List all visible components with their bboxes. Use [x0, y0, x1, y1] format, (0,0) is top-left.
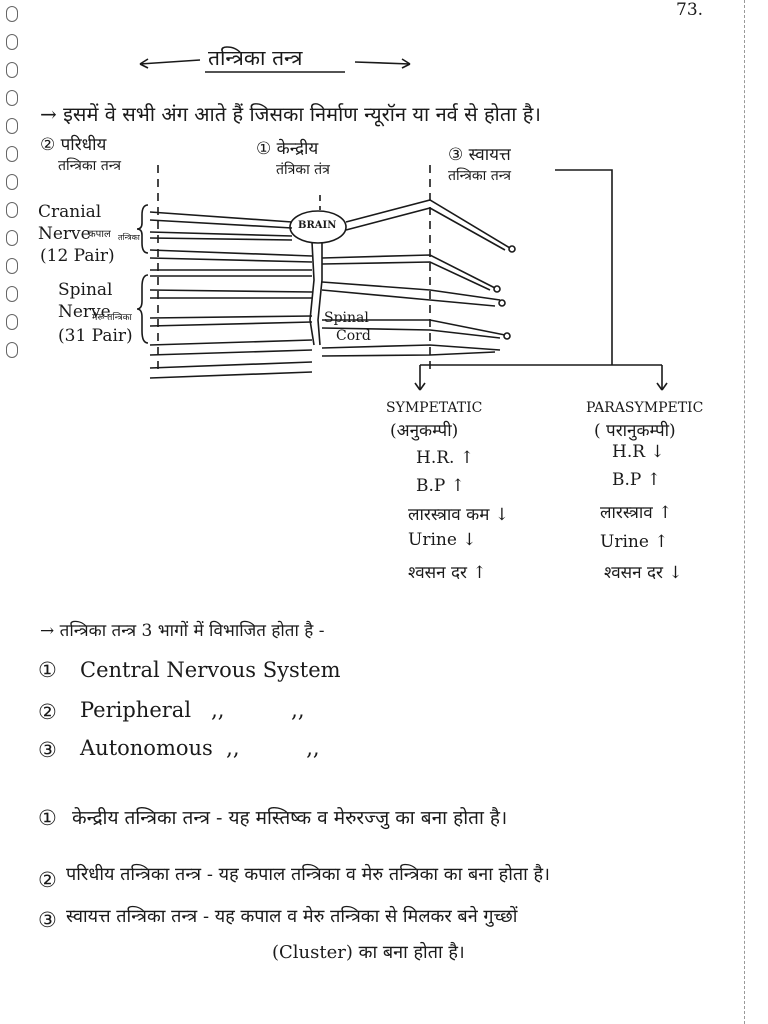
page-edge — [744, 0, 765, 1024]
label-central-1: ① केन्द्रीय — [256, 139, 319, 159]
division-num: ② — [38, 700, 57, 724]
spinal-pair-label: (31 Pair) — [58, 326, 133, 346]
ring-icon — [6, 230, 18, 246]
ring-icon — [6, 6, 18, 22]
cranial-nerve-label: Nerve — [38, 224, 91, 244]
cranial-hindi-2: तन्त्रिका — [118, 233, 140, 242]
spinal-nerve-label: Nerve — [58, 302, 111, 322]
definition-text: केन्द्रीय तन्त्रिका तन्त्र - यह मस्तिष्क… — [72, 807, 508, 829]
sympathetic-item: Urine ↓ — [408, 530, 477, 550]
division-text: Peripheral ,, ,, — [80, 698, 305, 722]
ring-icon — [6, 258, 18, 274]
ring-icon — [6, 146, 18, 162]
label-autonomic-2: तन्त्रिका तन्त्र — [448, 168, 511, 184]
ring-icon — [6, 118, 18, 134]
ring-icon — [6, 342, 18, 358]
parasympathetic-title: PARASYMPETIC — [586, 400, 704, 416]
parasympathetic-hindi: ( परानुकम्पी) — [594, 421, 676, 441]
ring-icon — [6, 62, 18, 78]
spinal-label: Spinal — [58, 280, 113, 300]
definition-num: ② — [38, 868, 57, 892]
brain-label: BRAIN — [298, 220, 337, 231]
label-peripheral-2: तन्त्रिका तन्त्र — [58, 158, 121, 174]
label-central-2: तंत्रिका तंत्र — [276, 162, 330, 178]
cranial-hindi-1: कपाल — [88, 229, 111, 240]
label-peripheral-1: ② परिधीय — [40, 135, 107, 155]
ring-icon — [6, 286, 18, 302]
ring-icon — [6, 90, 18, 106]
ring-icon — [6, 202, 18, 218]
ring-icon — [6, 314, 18, 330]
division-num: ③ — [38, 738, 57, 762]
division-num: ① — [38, 658, 57, 682]
sympathetic-hindi: (अनुकम्पी) — [390, 421, 459, 441]
intro-line: → इसमें वे सभी अंग आते हैं जिसका निर्माण… — [40, 102, 541, 126]
spinal-cord-label-2: Cord — [336, 328, 371, 344]
parasympathetic-item: Urine ↑ — [600, 532, 669, 552]
spinal-hindi: मेरू तन्त्रिका — [92, 313, 132, 323]
parasympathetic-item: B.P ↑ — [612, 470, 661, 490]
sympathetic-item: श्वसन दर ↑ — [408, 563, 487, 583]
parasympathetic-item: H.R ↓ — [612, 442, 665, 462]
binder-rings — [6, 0, 20, 1024]
cranial-pair-label: (12 Pair) — [40, 246, 115, 266]
sympathetic-item: B.P ↑ — [416, 476, 465, 496]
parasympathetic-item: लारस्त्राव ↑ — [600, 503, 673, 523]
spinal-cord-label-1: Spinal — [324, 310, 369, 326]
page-title: तन्त्रिका तन्त्र — [208, 46, 303, 70]
sympathetic-item: लारस्त्राव कम ↓ — [408, 505, 510, 525]
definition-num: ③ — [38, 908, 57, 932]
sympathetic-title: SYMPETATIC — [386, 400, 483, 416]
definition-text: स्वायत्त तन्त्रिका तन्त्र - यह कपाल व मे… — [66, 906, 518, 927]
sympathetic-item: H.R. ↑ — [416, 448, 475, 468]
definition-num: ① — [38, 806, 57, 830]
division-intro: → तन्त्रिका तन्त्र 3 भागों में विभाजित ह… — [40, 621, 325, 641]
label-autonomic-1: ③ स्वायत्त — [448, 145, 511, 165]
definition-continuation: (Cluster) का बना होता है। — [272, 942, 465, 963]
ring-icon — [6, 34, 18, 50]
parasympathetic-item: श्वसन दर ↓ — [604, 563, 683, 583]
cranial-label: Cranial — [38, 202, 102, 222]
page-number: 73. — [676, 0, 704, 20]
division-text: Central Nervous System — [80, 658, 341, 682]
definition-text: परिधीय तन्त्रिका तन्त्र - यह कपाल तन्त्र… — [66, 864, 550, 885]
ring-icon — [6, 174, 18, 190]
division-text: Autonomous ,, ,, — [80, 736, 320, 760]
